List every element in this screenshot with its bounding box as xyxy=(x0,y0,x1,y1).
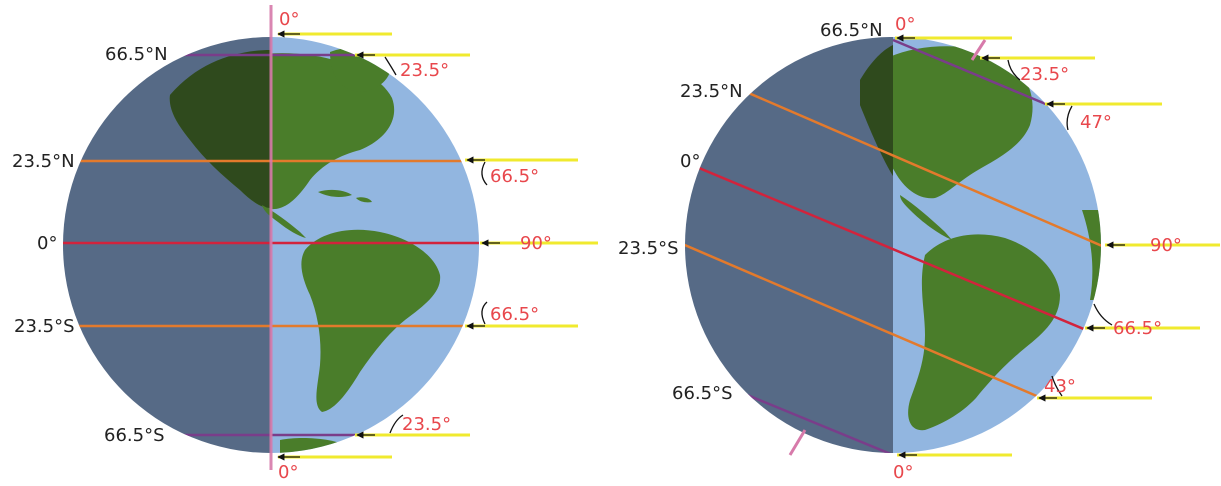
caribbean-islands xyxy=(318,189,372,203)
sun-angle-label: 0° xyxy=(895,14,915,35)
sun-angle-label: 47° xyxy=(1080,112,1112,133)
sun-angle-label: 66.5° xyxy=(1113,318,1162,339)
angle-arc xyxy=(1066,105,1073,131)
south-america-landmass xyxy=(301,229,441,412)
lat-label-66s: 66.5°S xyxy=(104,425,165,446)
tropic-of-capricorn-line xyxy=(685,241,1061,408)
angle-arc xyxy=(1007,59,1021,81)
lat-label-equator: 0° xyxy=(37,233,57,254)
sun-angle-label: 90° xyxy=(520,233,552,254)
sun-angle-label: 43° xyxy=(1044,376,1076,397)
north-america-night-shade xyxy=(169,50,271,208)
south-america-landmass xyxy=(908,234,1060,431)
lat-label-66n: 66.5°N xyxy=(820,20,883,41)
equinox-globe: 66.5°N 23.5°N 0° 23.5°S 66.5°S 0° 23.5° … xyxy=(12,5,598,483)
angle-arc xyxy=(384,56,397,76)
lat-label-66n: 66.5°N xyxy=(105,44,168,65)
earth-axis-south xyxy=(788,429,807,456)
angle-arc xyxy=(1093,303,1113,326)
lat-label-23s: 23.5°S xyxy=(618,238,679,259)
sun-angle-label: 23.5° xyxy=(402,414,451,435)
sun-angle-label: 23.5° xyxy=(400,60,449,81)
sun-angle-label: 0° xyxy=(278,462,298,483)
solstice-globe: 66.5°N 23.5°N 0° 23.5°S 66.5°S 0° 23.5° … xyxy=(618,14,1220,483)
angle-arc xyxy=(1051,375,1063,397)
lat-label-66s: 66.5°S xyxy=(672,383,733,404)
sun-rays xyxy=(277,30,598,461)
sun-angle-label: 0° xyxy=(279,9,299,30)
angle-arc xyxy=(481,301,488,325)
africa-edge xyxy=(1082,210,1101,300)
tropic-of-cancer-line xyxy=(699,70,1101,260)
sun-angle-label: 66.5° xyxy=(490,304,539,325)
angle-arcs xyxy=(384,56,488,434)
antarctic-circle-line xyxy=(739,390,894,453)
sun-angle-label: 66.5° xyxy=(490,166,539,187)
lat-label-23s: 23.5°S xyxy=(14,316,75,337)
sun-angle-label: 0° xyxy=(893,462,913,483)
lat-label-23n: 23.5°N xyxy=(680,81,743,102)
arctic-circle-line xyxy=(892,38,1061,112)
north-america-night-shade xyxy=(860,45,893,176)
earth-axis-north xyxy=(970,39,987,61)
lat-label-equator: 0° xyxy=(680,151,700,172)
central-america-landmass xyxy=(900,195,952,240)
sun-angle-label: 23.5° xyxy=(1020,64,1069,85)
angle-arc xyxy=(481,161,488,186)
sun-rays xyxy=(895,34,1220,459)
equator-line xyxy=(685,158,1101,342)
lat-label-23n: 23.5°N xyxy=(12,151,75,172)
central-america-landmass xyxy=(262,205,306,238)
sun-angle-label: 90° xyxy=(1150,235,1182,256)
angle-arcs xyxy=(1007,59,1113,397)
angle-arc xyxy=(389,414,404,434)
